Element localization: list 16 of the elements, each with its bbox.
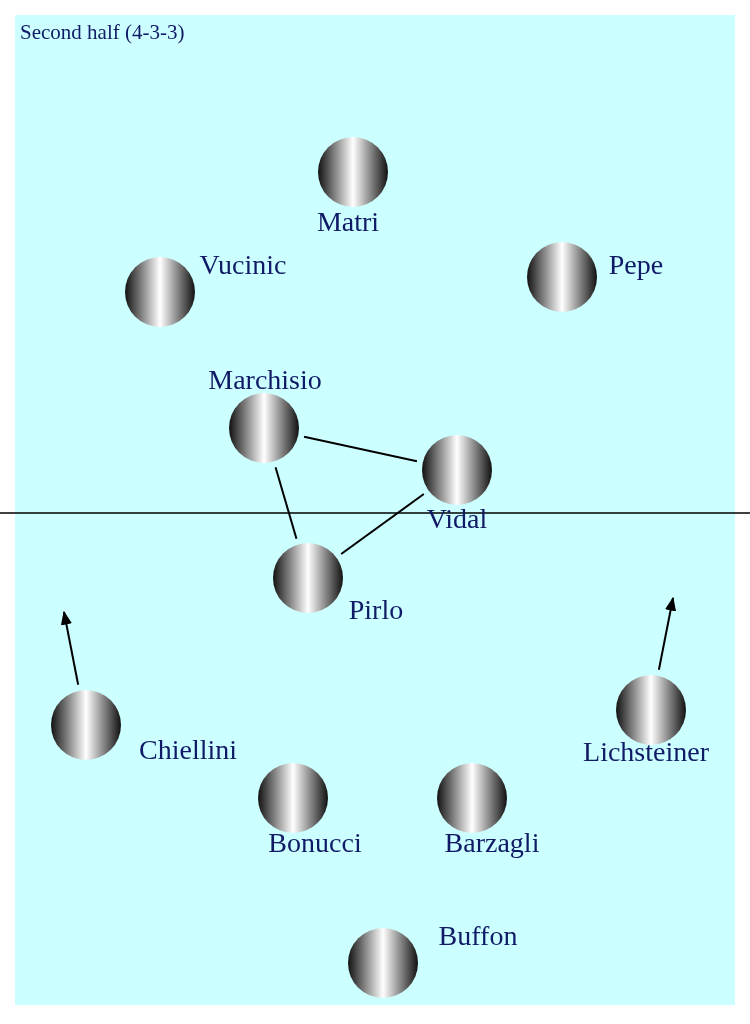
- player-name: Bonucci: [268, 829, 362, 857]
- player-name: Chiellini: [139, 736, 237, 764]
- player-name: Pepe: [608, 251, 664, 279]
- player-name: Barzagli: [444, 829, 540, 857]
- passing-line: [274, 466, 298, 540]
- passing-line: [303, 435, 418, 463]
- player-name: Marchisio: [208, 366, 322, 394]
- passing-line: [340, 493, 425, 555]
- player-name: Buffon: [438, 922, 518, 950]
- movement-arrow: [60, 610, 80, 686]
- player-name: Lichsteiner: [583, 738, 709, 766]
- diagram-title: Second half (4-3-3): [20, 20, 185, 45]
- player-name: Matri: [316, 208, 380, 236]
- movement-arrow: [657, 596, 677, 671]
- player-name: Vucinic: [199, 251, 287, 279]
- player-name: Pirlo: [348, 596, 404, 624]
